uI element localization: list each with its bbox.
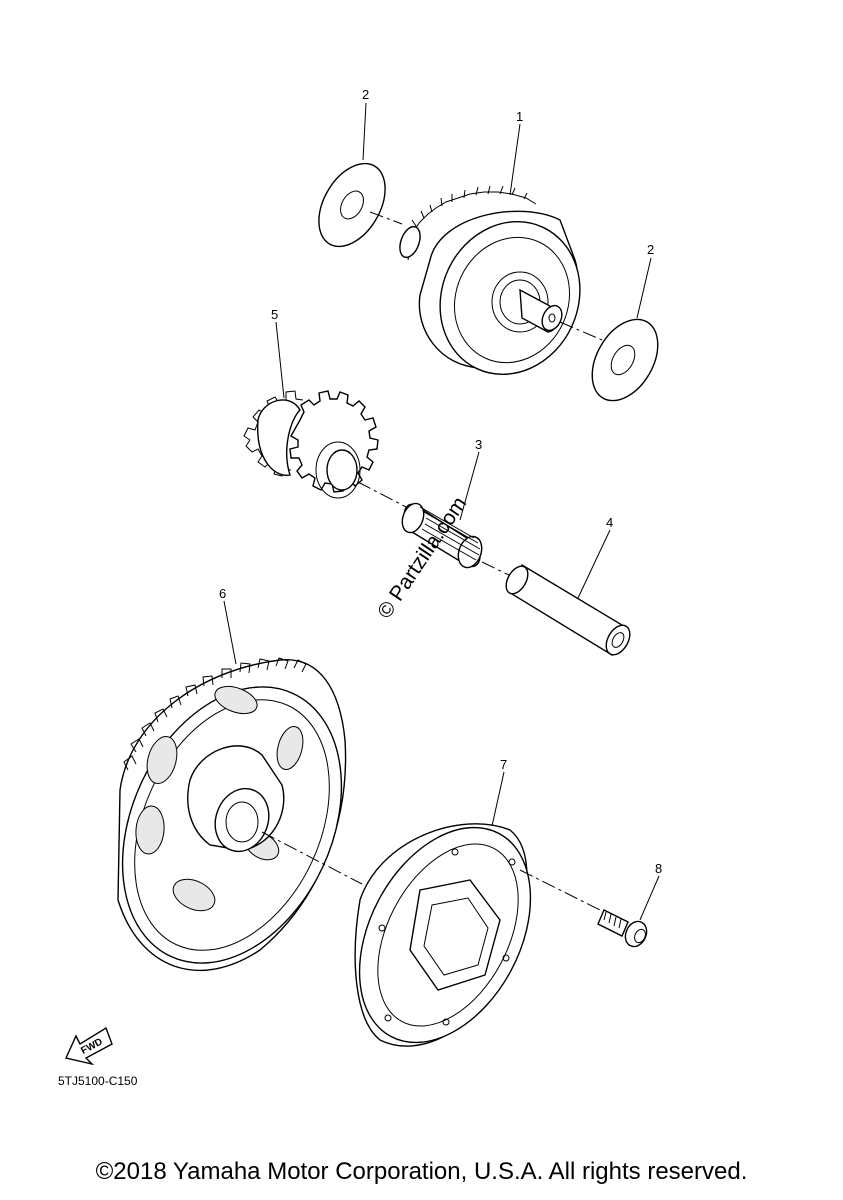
washer-lower[interactable] (579, 308, 671, 412)
washer-upper[interactable] (305, 152, 398, 258)
leader-7 (491, 771, 505, 827)
leader-2a (362, 102, 367, 161)
leader-6 (223, 600, 237, 665)
idler-gear[interactable] (243, 390, 379, 499)
shaft[interactable] (502, 563, 635, 659)
leader-1 (509, 123, 521, 196)
starter-wheel-gear[interactable] (80, 651, 384, 998)
callout-7: 7 (500, 757, 507, 772)
leader-2b (636, 257, 652, 319)
fwd-arrow-icon: FWD (65, 1026, 113, 1066)
axis-line-3 (357, 481, 409, 509)
axis-line-6 (519, 869, 605, 913)
starter-clutch-assembly[interactable] (396, 185, 605, 397)
callout-5: 5 (271, 307, 278, 322)
needle-bearing[interactable] (398, 500, 485, 570)
callout-6: 6 (219, 586, 226, 601)
leader-8 (639, 875, 660, 921)
leader-5 (275, 321, 285, 399)
axis-line-2 (559, 321, 603, 341)
bolt[interactable] (597, 909, 651, 950)
callout-8: 8 (655, 861, 662, 876)
diagram-code: 5TJ5100-C150 (58, 1074, 138, 1088)
one-way-clutch[interactable] (325, 798, 565, 1071)
axis-line-5 (261, 831, 363, 885)
leader-4 (577, 529, 611, 599)
callout-2b: 2 (647, 242, 654, 257)
axis-line (369, 211, 403, 225)
callout-2a: 2 (362, 87, 369, 102)
callout-4: 4 (606, 515, 613, 530)
copyright-notice: ©2018 Yamaha Motor Corporation, U.S.A. A… (95, 1158, 748, 1185)
callout-1: 1 (516, 109, 523, 124)
leader-3 (459, 451, 480, 521)
callout-3: 3 (475, 437, 482, 452)
